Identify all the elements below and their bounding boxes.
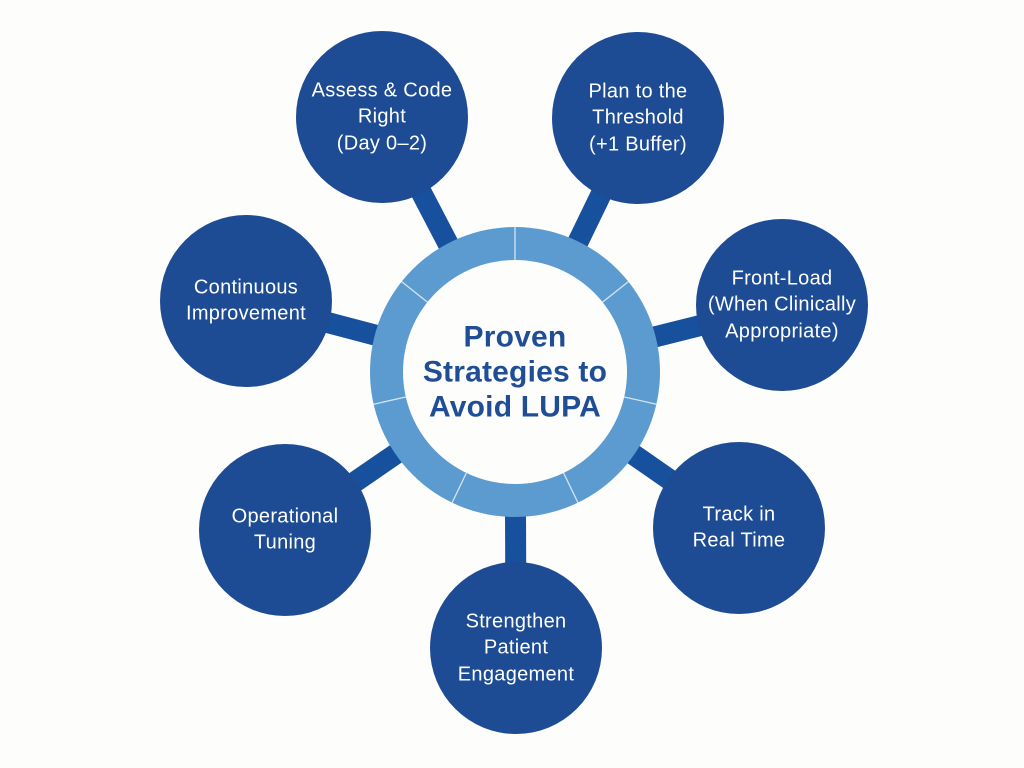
ring-divider — [401, 281, 429, 304]
node-label-front-load: Front-Load (When Clinically Appropriate) — [707, 267, 857, 343]
node-circle-operational-tuning — [199, 444, 371, 616]
node-label-continuous-improvement: Continuous Improvement — [185, 276, 306, 325]
node-label-assess-code-right: Assess & Code Right (Day 0–2) — [311, 79, 453, 155]
node-circle-front-load — [696, 219, 868, 391]
ring-divider — [562, 471, 579, 503]
node-label-track-real-time: Track in Real Time — [692, 503, 786, 552]
ring-divider — [373, 396, 407, 405]
node-circle-plan-to-threshold — [552, 32, 724, 204]
node-label-strengthen-engagement: Strengthen Patient Engagement — [457, 610, 575, 686]
node-circle-continuous-improvement — [160, 215, 332, 387]
ring-divider — [623, 396, 657, 405]
node-circles — [160, 31, 868, 734]
node-circle-track-real-time — [653, 442, 825, 614]
node-label-operational-tuning: Operational Tuning — [231, 505, 339, 554]
node-circle-strengthen-engagement — [430, 562, 602, 734]
node-label-plan-to-threshold: Plan to the Threshold (+1 Buffer) — [588, 80, 688, 156]
hub-ring-dividers — [373, 227, 657, 503]
hub-inner-circle — [403, 260, 627, 484]
hub-title: Proven Strategies to Avoid LUPA — [422, 320, 608, 424]
ring-divider — [451, 471, 468, 503]
node-circle-assess-code-right — [296, 31, 468, 203]
ring-divider — [601, 281, 629, 304]
